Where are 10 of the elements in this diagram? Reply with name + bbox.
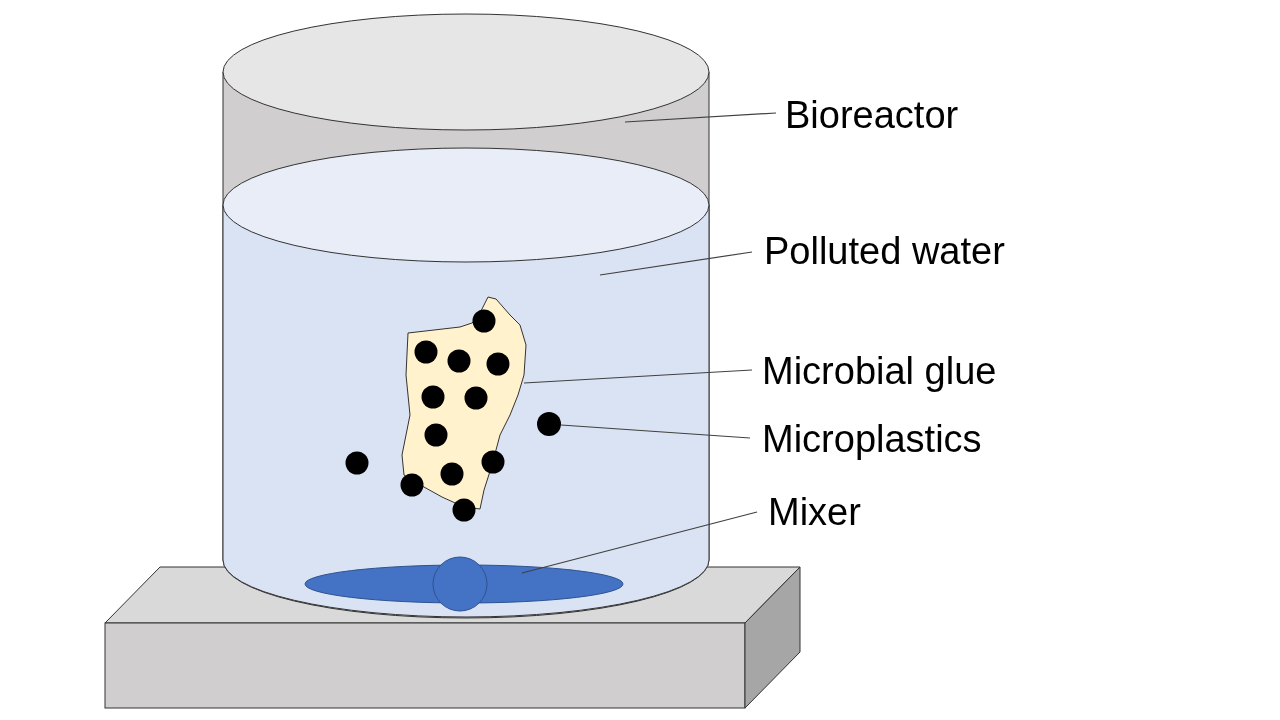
part-label: Polluted water [764,231,1005,271]
part-label: Mixer [768,492,861,532]
part-label: Microbial glue [762,351,997,391]
leader-line [521,511,758,574]
part-label: Microplastics [762,419,982,459]
leader-line [523,369,753,384]
leader-line [624,112,777,123]
part-label: Bioreactor [785,95,959,135]
leader-line [560,424,751,439]
leader-line [599,251,753,276]
